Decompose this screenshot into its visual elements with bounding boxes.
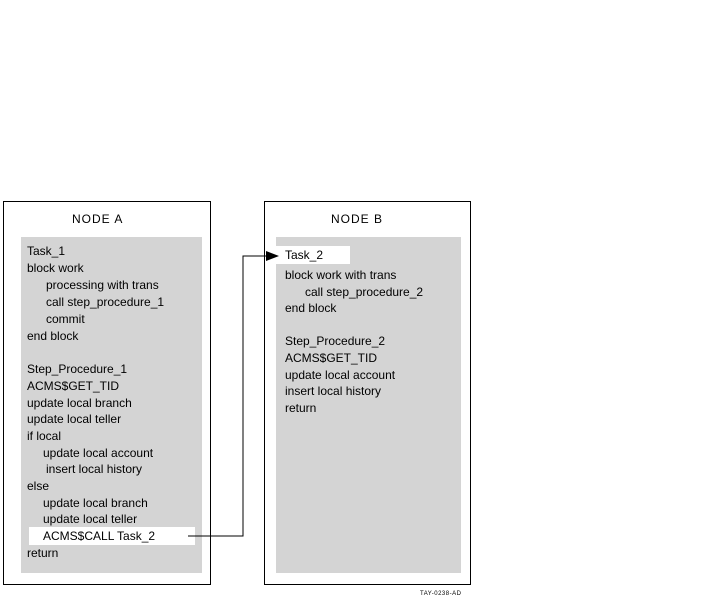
code-line: insert local history: [285, 384, 382, 398]
acms-call-highlight: ACMS$CALL Task_2: [29, 527, 195, 545]
figure-id-caption: TAY-0238-AD: [420, 591, 462, 597]
code-line: else: [27, 479, 50, 493]
code-line: update local teller: [27, 412, 122, 426]
node-a-title: NODE A: [72, 212, 124, 226]
code-line: update local teller: [43, 512, 138, 526]
code-line: return: [285, 401, 317, 415]
code-line: block work with trans: [285, 268, 397, 282]
code-line: Task_1: [27, 244, 66, 258]
node-a-code-panel: Task_1 block work processing with trans …: [21, 237, 202, 573]
code-line: if local: [27, 429, 62, 443]
code-line: ACMS$GET_TID: [285, 351, 378, 365]
task-2-highlight: Task_2: [276, 246, 350, 264]
code-line: update local account: [43, 446, 154, 460]
code-line: Step_Procedure_2: [285, 334, 386, 348]
code-line: insert local history: [46, 462, 143, 476]
node-b-title: NODE B: [331, 212, 384, 226]
node-b-box: NODE B Task_2 block work with trans call…: [264, 201, 471, 585]
code-line: commit: [46, 312, 85, 326]
code-line: call step_procedure_1: [46, 295, 165, 309]
code-line: processing with trans: [46, 278, 159, 292]
node-b-code-panel: Task_2 block work with trans call step_p…: [276, 237, 461, 573]
code-line: return: [27, 546, 59, 560]
code-line: update local branch: [43, 496, 148, 510]
code-line: update local account: [285, 368, 396, 382]
code-line: block work: [27, 261, 84, 275]
code-line: ACMS$GET_TID: [27, 379, 120, 393]
code-line: end block: [27, 329, 79, 343]
code-line: Step_Procedure_1: [27, 362, 128, 376]
code-line: call step_procedure_2: [305, 285, 424, 299]
code-line: end block: [285, 301, 337, 315]
code-line: update local branch: [27, 396, 132, 410]
node-a-box: NODE A Task_1 block work processing with…: [3, 201, 211, 585]
